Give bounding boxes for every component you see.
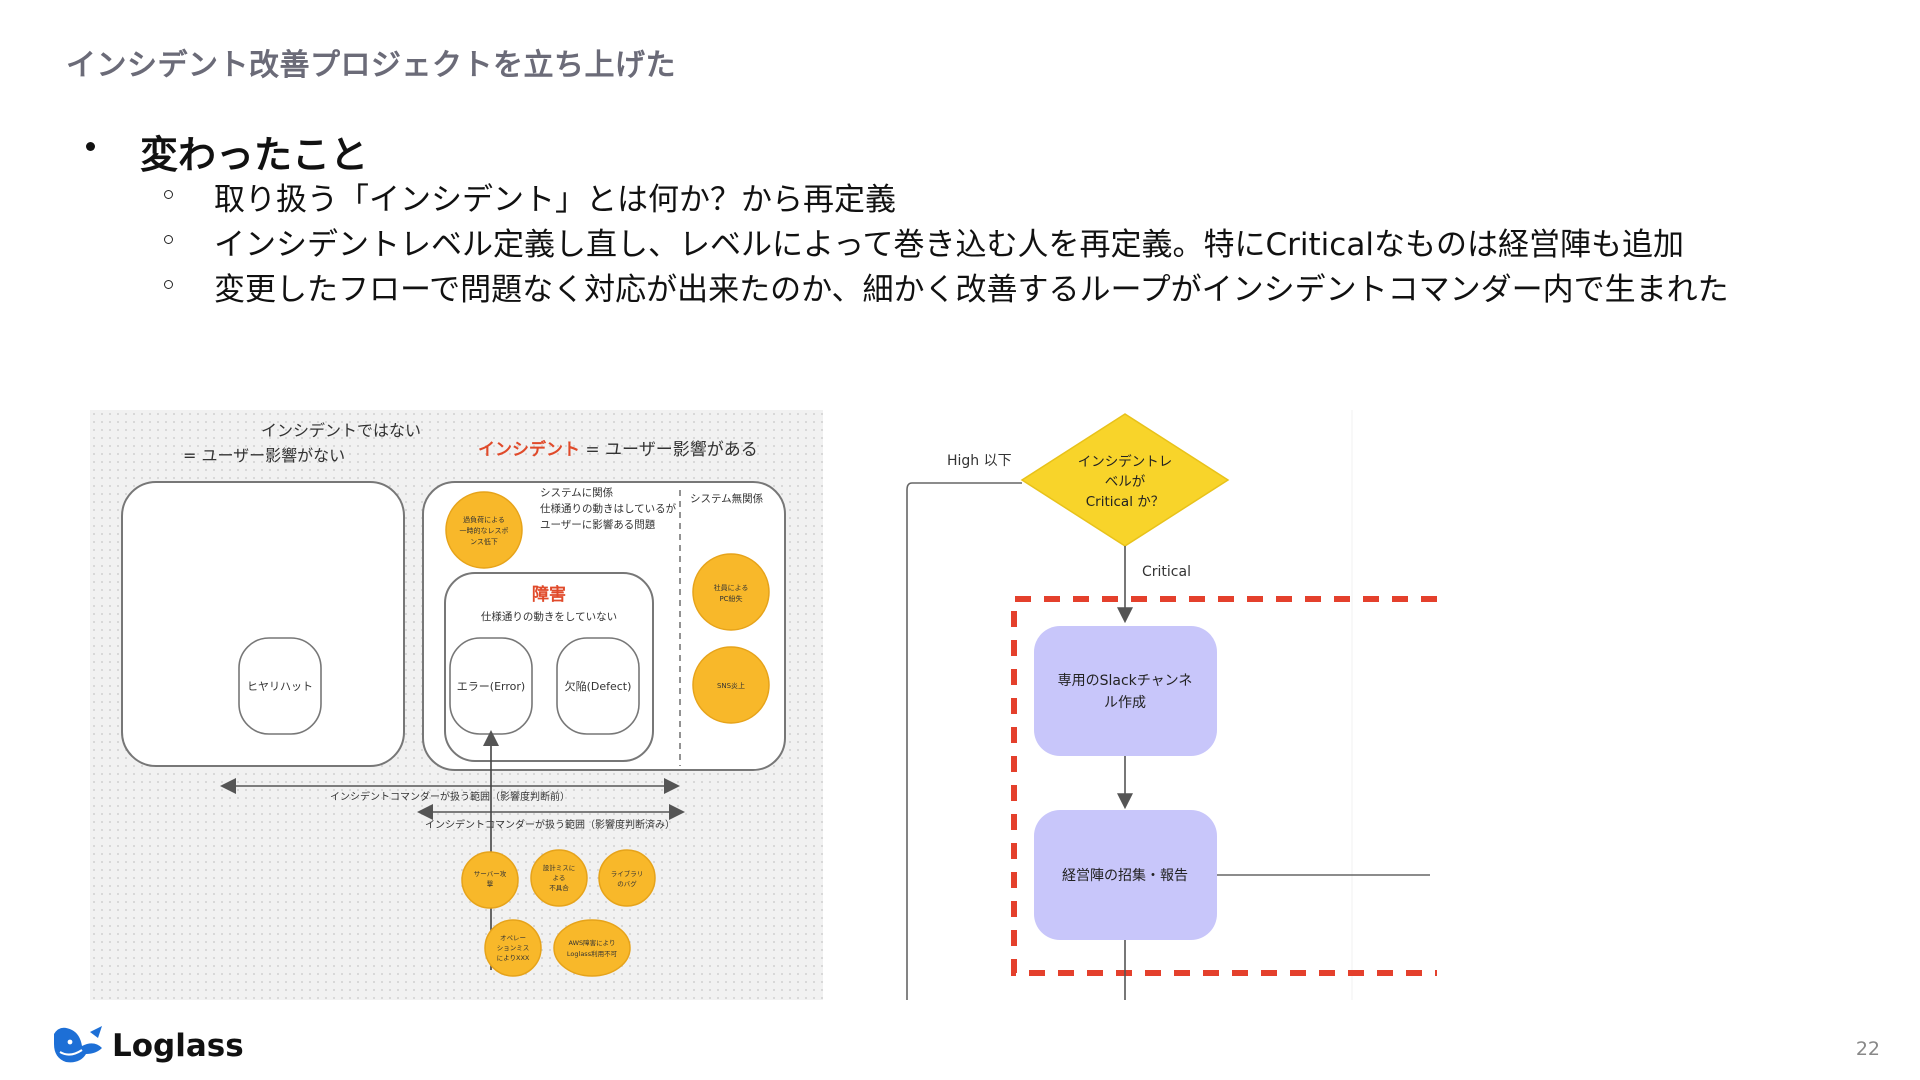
system-unrelated-label: システム無関係 bbox=[690, 492, 763, 505]
operation-miss-line3: によりXXX bbox=[497, 954, 530, 962]
box1-line2: ル作成 bbox=[1104, 695, 1146, 711]
aws-line1: AWS障害により bbox=[568, 938, 615, 947]
whale-icon bbox=[54, 1026, 102, 1063]
executive-report-box bbox=[1034, 810, 1217, 940]
incident-definition-svg: インシデントではない = ユーザー影響がない ヒヤリハット インシデント = ユ… bbox=[121, 421, 786, 977]
design-miss-line1: 設計ミスに bbox=[543, 863, 576, 872]
slack-channel-box bbox=[1034, 626, 1217, 756]
error-label: エラー(Error) bbox=[457, 680, 525, 693]
page-number: 22 bbox=[1855, 1038, 1880, 1060]
sub-bullet-text: 変更したフローで問題なく対応が出来たのか、細かく改善するループがインシデントコマ… bbox=[214, 272, 1729, 308]
operation-miss-circle bbox=[484, 919, 542, 977]
system-related-line3: ユーザーに影響ある問題 bbox=[540, 518, 656, 531]
aws-circle bbox=[553, 919, 631, 977]
pc-loss-line1: 社員による bbox=[714, 583, 749, 592]
range-before-label: インシデントコマンダーが扱う範囲（影響度判断前） bbox=[330, 790, 570, 803]
pc-loss-circle bbox=[692, 553, 770, 631]
bullet-dot bbox=[86, 142, 95, 151]
incident-rest: = ユーザー影響がある bbox=[580, 440, 758, 460]
diamond-line1: インシデントレ bbox=[1078, 453, 1173, 470]
incident-word: インシデント bbox=[478, 439, 580, 460]
incident-flowchart-svg: High 以下 インシデントレ ベルが Critical か？ Critical… bbox=[906, 410, 1437, 1000]
range-after-label: インシデントコマンダーが扱う範囲（影響度判断済み） bbox=[425, 818, 675, 831]
defect-box bbox=[556, 637, 640, 735]
incident-definition-diagram: インシデントではない = ユーザー影響がない ヒヤリハット インシデント = ユ… bbox=[90, 410, 823, 1000]
logo-text: Loglass bbox=[112, 1028, 244, 1064]
sns-label: SNS炎上 bbox=[717, 681, 745, 690]
not-incident-line2: = ユーザー影響がない bbox=[183, 446, 345, 465]
sub-bullet-text: 取り扱う「インシデント」とは何か？から再定義 bbox=[214, 182, 896, 218]
overload-line2: 一時的なレスポ bbox=[460, 526, 509, 535]
outage-title: 障害 bbox=[532, 584, 566, 605]
overload-line3: ンス低下 bbox=[470, 537, 498, 546]
not-incident-box bbox=[121, 481, 405, 767]
pc-loss-line2: PC紛失 bbox=[719, 594, 742, 603]
operation-miss-line2: ションミス bbox=[497, 944, 530, 952]
slide-title: インシデント改善プロジェクトを立ち上げた bbox=[66, 48, 676, 83]
diamond-line2: ベルが bbox=[1105, 474, 1146, 490]
server-attack-line1: サーバー攻 bbox=[474, 869, 507, 878]
overload-line1: 過負荷による bbox=[463, 515, 505, 524]
box1-line1: 専用のSlackチャンネ bbox=[1058, 673, 1193, 689]
library-bug-line1: ライブラリ bbox=[611, 869, 644, 878]
library-bug-line2: のバグ bbox=[617, 879, 637, 888]
sub-bullet-ring bbox=[164, 280, 173, 289]
high-path-line bbox=[906, 482, 1022, 1000]
near-miss-box bbox=[238, 637, 322, 735]
operation-miss-line1: オペレー bbox=[500, 934, 526, 942]
outage-sub: 仕様通りの動きをしていない bbox=[481, 610, 617, 623]
box2-line1: 経営陣の招集・報告 bbox=[1062, 867, 1188, 884]
incident-flowchart: High 以下 インシデントレ ベルが Critical か？ Critical… bbox=[862, 410, 1462, 1000]
bullet-heading-text: 変わったこと bbox=[140, 133, 369, 177]
design-miss-line3: 不具合 bbox=[549, 883, 569, 892]
design-miss-circle bbox=[530, 849, 588, 907]
sub-bullet-text: インシデントレベル定義し直し、レベルによって巻き込む人を再定義。特にCritic… bbox=[214, 227, 1684, 263]
incident-header: インシデント = ユーザー影響がある bbox=[478, 439, 758, 460]
system-related-line1: システムに関係 bbox=[540, 487, 613, 499]
loglass-logo-svg: Loglass bbox=[54, 1026, 244, 1064]
sub-bullet-ring bbox=[164, 235, 173, 244]
loglass-logo: Loglass bbox=[50, 1020, 260, 1074]
sub-bullet-ring bbox=[164, 190, 173, 199]
not-incident-line1: インシデントではない bbox=[261, 421, 421, 440]
design-miss-line2: よる bbox=[553, 874, 566, 882]
near-miss-label: ヒヤリハット bbox=[247, 680, 313, 693]
defect-label: 欠陥(Defect) bbox=[565, 679, 632, 693]
aws-line2: Loglass利用不可 bbox=[567, 949, 618, 958]
system-related-line2: 仕様通りの動きはしているが bbox=[540, 502, 677, 515]
high-label: High 以下 bbox=[947, 453, 1012, 469]
overload-circle bbox=[445, 491, 523, 569]
sns-circle bbox=[692, 646, 770, 724]
server-attack-line2: 撃 bbox=[487, 879, 494, 888]
server-attack-circle bbox=[461, 851, 519, 909]
library-bug-circle bbox=[598, 849, 656, 907]
critical-label: Critical bbox=[1142, 564, 1191, 580]
diamond-line3: Critical か？ bbox=[1086, 494, 1165, 510]
critical-dashed-frame bbox=[1011, 596, 1437, 976]
